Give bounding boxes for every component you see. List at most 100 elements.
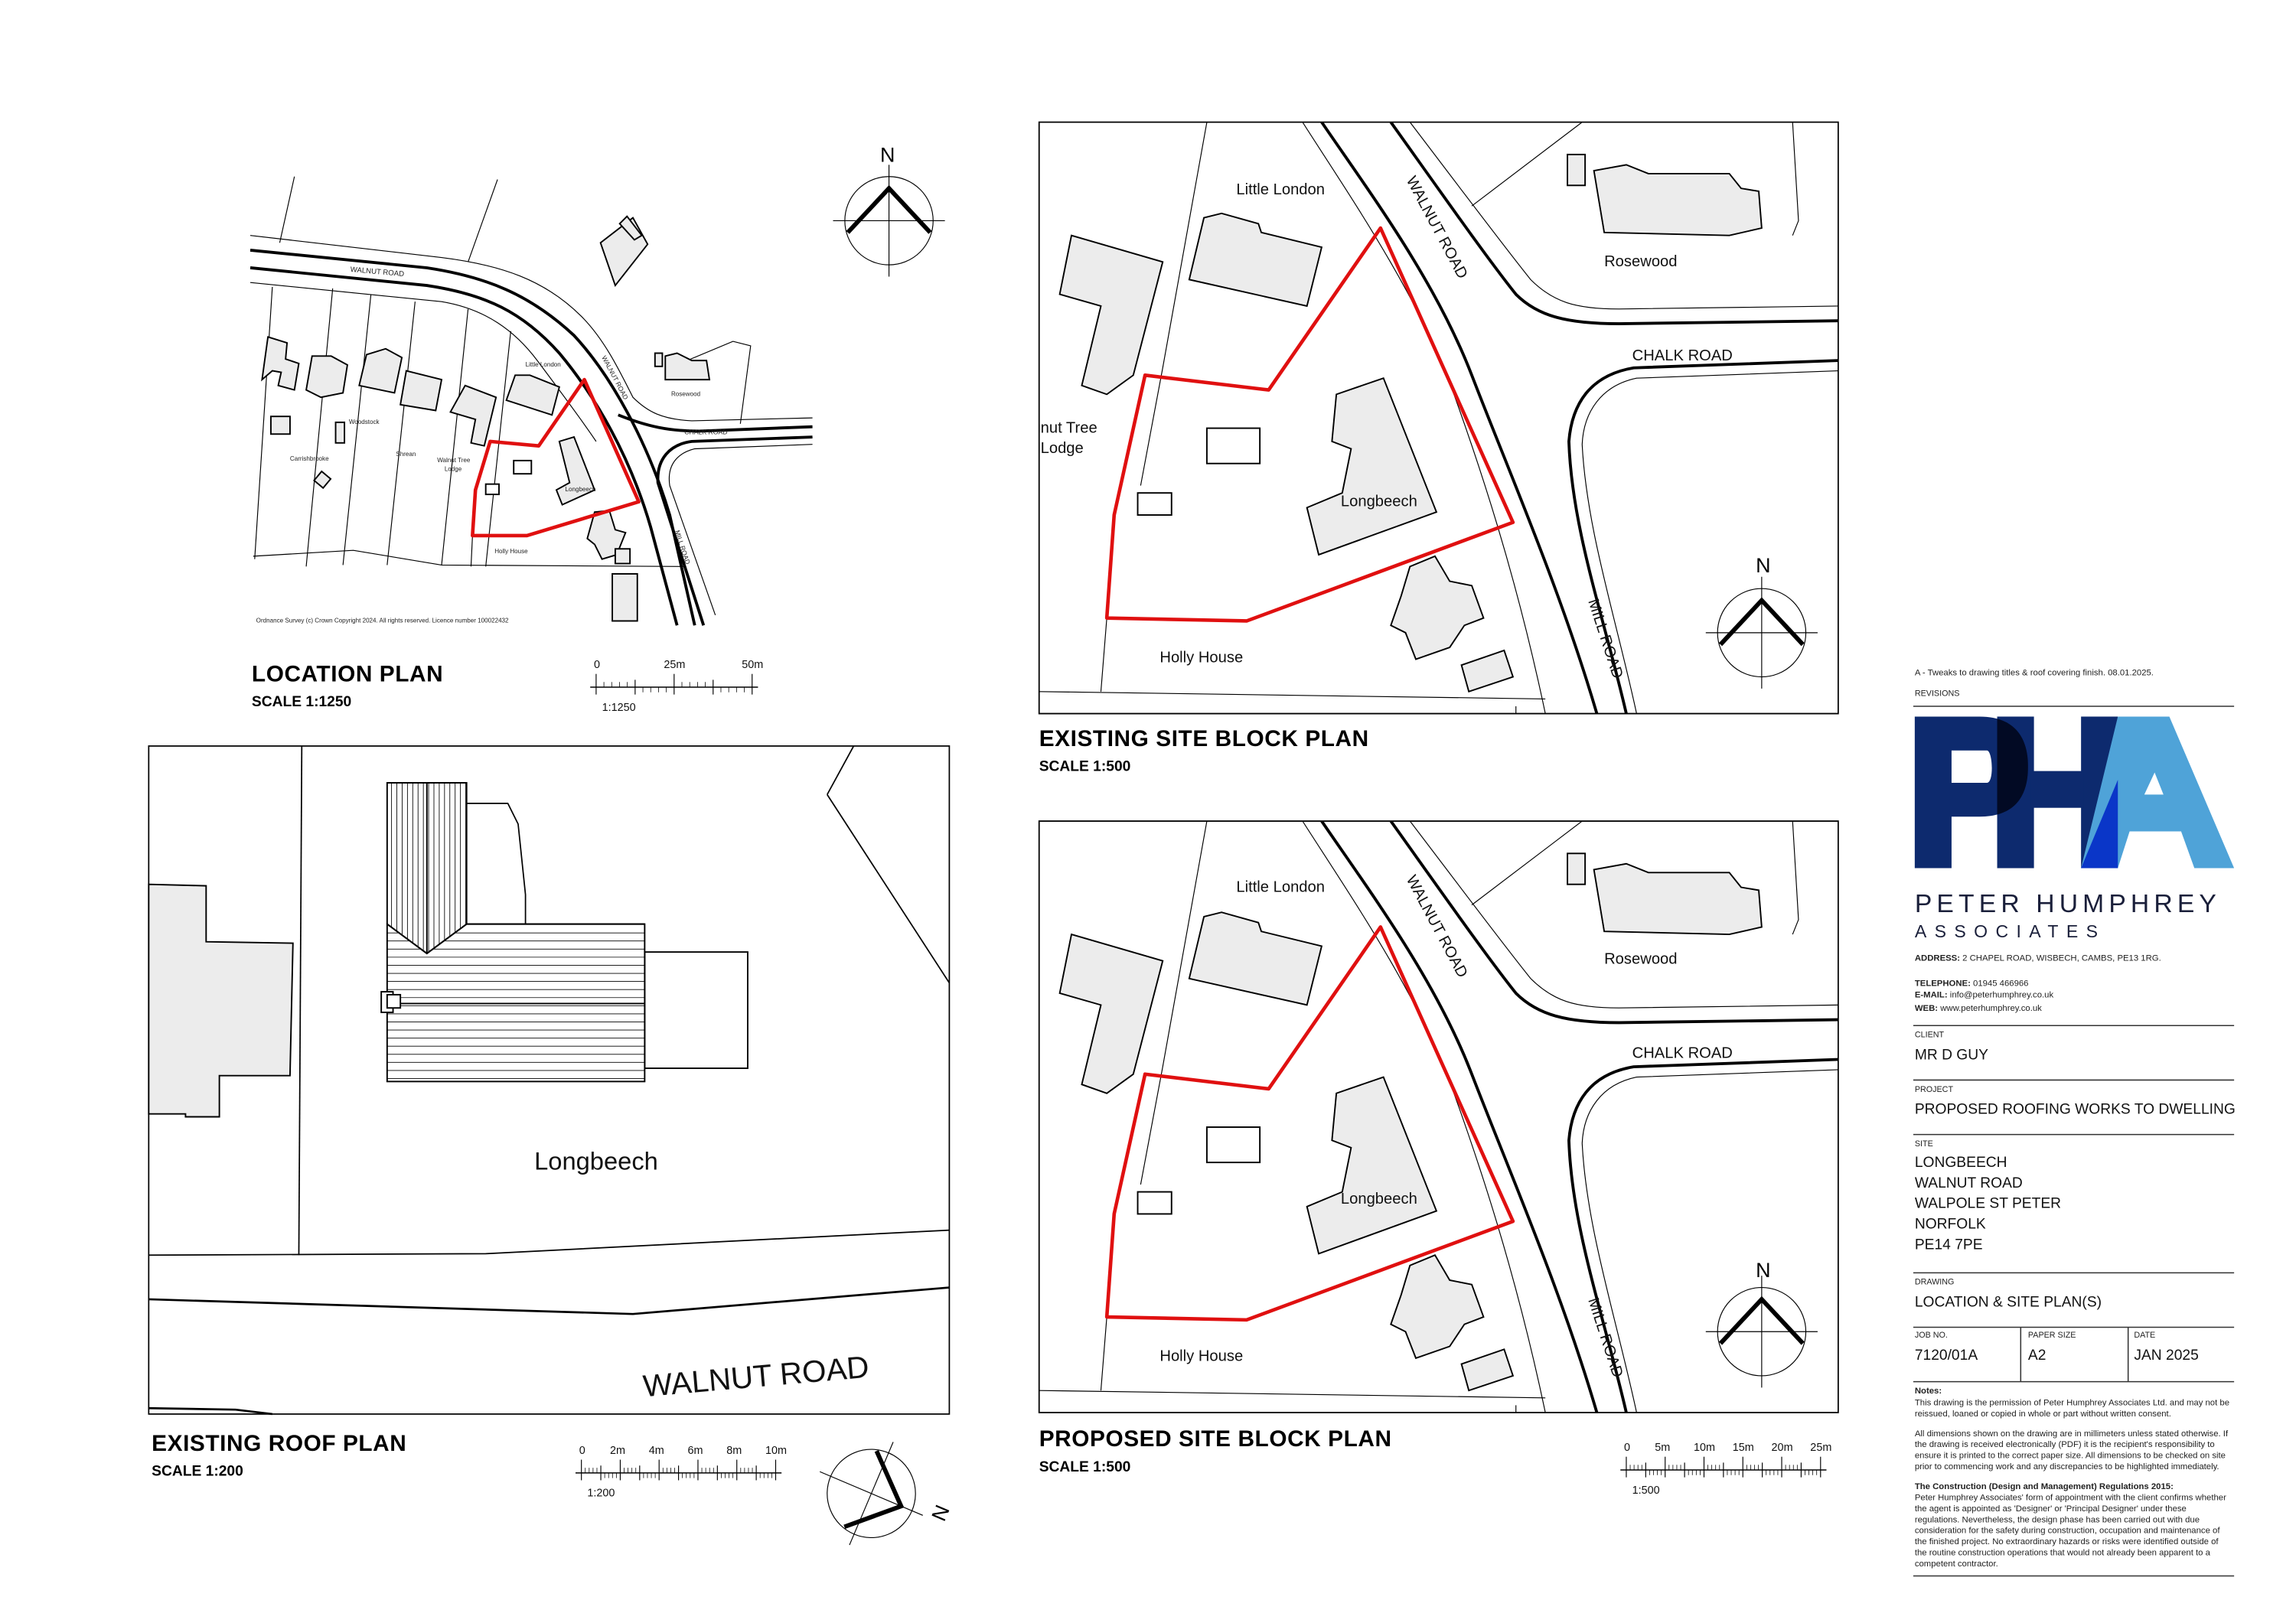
- north-label: N: [1756, 1259, 1770, 1282]
- existing-roof-plan: Longbeech WALNUT ROAD EXISTING ROOF PLAN…: [148, 745, 954, 1567]
- property-label: Woodstock: [349, 419, 380, 425]
- scale-bar: 0 25m 50m 1:1250: [590, 659, 763, 714]
- cdm-heading: The Construction (Design and Management)…: [1915, 1482, 2174, 1491]
- date-value: JAN 2025: [2134, 1348, 2198, 1364]
- location-plan: WALNUT ROAD WALNUT ROAD Little London Ro…: [249, 144, 945, 714]
- plan-scale: SCALE 1:500: [1039, 759, 1131, 775]
- company-email[interactable]: info@peterhumphrey.co.uk: [1950, 991, 2054, 1000]
- scale-tick-label: 10m: [765, 1445, 787, 1457]
- road-label: CHALK ROAD: [1632, 347, 1733, 364]
- scale-ratio: 1:500: [1632, 1484, 1660, 1497]
- proposed-site-block-plan: N Little London WALNUT ROAD Rosewood CHA…: [1038, 820, 1839, 1497]
- company-telephone: 01945 466966: [1973, 979, 2028, 988]
- property-label: Longbeech: [1341, 493, 1417, 510]
- note-line: competent contractor.: [1915, 1559, 1998, 1569]
- svg-text:TELEPHONE: 01945 466966: TELEPHONE: 01945 466966: [1915, 979, 2029, 988]
- north-arrow-icon: [798, 1420, 945, 1567]
- note-line: the agent is appointed as 'Designer' or …: [1915, 1504, 2187, 1514]
- property-label: Longbeech: [566, 486, 596, 493]
- title-block: A - Tweaks to drawing titles & roof cove…: [1913, 669, 2236, 1577]
- note-line: prior to commencing work and any discrep…: [1915, 1462, 2219, 1471]
- copyright-notice: Ordnance Survey (c) Crown Copyright 2024…: [256, 617, 509, 624]
- site-address: LONGBEECH WALNUT ROAD WALPOLE ST PETER NORF…: [1915, 1155, 2061, 1253]
- note-line: the drawing is received electronically (…: [1915, 1440, 2215, 1449]
- scale-tick-label: 6m: [688, 1445, 703, 1457]
- company-logo: [1914, 716, 2235, 869]
- note-line: the finished project. No extraordinary h…: [1915, 1537, 2219, 1546]
- plan-scale: SCALE 1:500: [1039, 1459, 1131, 1475]
- plan-title: EXISTING SITE BLOCK PLAN: [1039, 726, 1369, 751]
- scale-tick-label: 4m: [649, 1445, 664, 1457]
- client-label: CLIENT: [1915, 1031, 1945, 1040]
- company-name: PETER HUMPHREY: [1915, 890, 2221, 918]
- notes-label: Notes:: [1915, 1387, 1942, 1396]
- company-web[interactable]: www.peterhumphrey.co.uk: [1939, 1004, 2042, 1013]
- scale-tick-label: 10m: [1694, 1442, 1715, 1454]
- svg-text:N: N: [880, 144, 895, 167]
- road-label: WALNUT ROAD: [350, 266, 404, 279]
- property-label: Little London: [526, 361, 561, 368]
- property-label: Little London: [1236, 181, 1325, 198]
- project-value: PROPOSED ROOFING WORKS TO DWELLING: [1915, 1102, 2236, 1118]
- site-address-line: WALNUT ROAD: [1915, 1175, 2023, 1191]
- note-line: Peter Humphrey Associates' form of appoi…: [1915, 1493, 2226, 1502]
- paper-label: PAPER SIZE: [2028, 1331, 2076, 1340]
- plan-scale: SCALE 1:1250: [252, 694, 351, 710]
- existing-site-block-plan: N Little London WALNUT ROAD Rosewood CHA…: [1038, 121, 1839, 775]
- property-label: Longbeech: [1341, 1191, 1417, 1207]
- job-label: JOB NO.: [1915, 1331, 1948, 1340]
- company-address: 2 CHAPEL ROAD, WISBECH, CAMBS, PE13 1RG.: [1962, 954, 2161, 963]
- site-address-line: NORFOLK: [1915, 1217, 1986, 1233]
- paper-value: A2: [2028, 1348, 2047, 1364]
- site-address-line: WALPOLE ST PETER: [1915, 1196, 2061, 1212]
- note-line: All dimensions shown on the drawing are …: [1915, 1429, 2229, 1439]
- north-arrow-icon: N: [833, 144, 944, 277]
- scale-tick-label: 2m: [610, 1445, 625, 1457]
- scale-bar: 0 2m 4m 6m 8m 10m 1:200: [575, 1445, 787, 1500]
- scale-tick-label: 50m: [742, 659, 763, 671]
- svg-text:WEB: www.peterhumphrey.co.uk: WEB: www.peterhumphrey.co.uk: [1915, 1004, 2042, 1013]
- company-subname: ASSOCIATES: [1915, 921, 2106, 941]
- property-label: Lodge: [1041, 440, 1084, 457]
- property-label: Holly House: [1159, 649, 1243, 666]
- svg-text:E-MAIL: info@peterhumphrey.co.: E-MAIL: info@peterhumphrey.co.uk: [1915, 991, 2054, 1000]
- road-label: CHALK ROAD: [1632, 1045, 1733, 1062]
- drawing-label: DRAWING: [1915, 1278, 1955, 1287]
- scale-tick-label: 0: [594, 659, 600, 671]
- scale-tick-label: 0: [1624, 1442, 1630, 1454]
- plan-scale: SCALE 1:200: [152, 1464, 243, 1480]
- plan-title: PROPOSED SITE BLOCK PLAN: [1039, 1426, 1392, 1452]
- revisions-label: REVISIONS: [1915, 689, 1960, 699]
- note-line: regulations. Nevertheless, the design ph…: [1915, 1515, 2200, 1524]
- site-address-line: LONGBEECH: [1915, 1155, 2007, 1171]
- note-line: reissued, loaned or copied in whole or p…: [1915, 1410, 2171, 1419]
- scale-tick-label: 25m: [664, 659, 685, 671]
- property-label: Walnut Tree: [437, 457, 471, 464]
- property-label: Holly House: [494, 548, 528, 555]
- road-label: CHALK ROAD: [684, 428, 727, 435]
- client-value: MR D GUY: [1915, 1048, 1988, 1064]
- north-label: N: [1756, 554, 1770, 577]
- property-label: nut Tree: [1041, 419, 1097, 436]
- scale-tick-label: 8m: [726, 1445, 742, 1457]
- property-label: Holly House: [1159, 1348, 1243, 1365]
- scale-tick-label: 5m: [1655, 1442, 1670, 1454]
- scale-tick-label: 20m: [1772, 1442, 1793, 1454]
- scale-tick-label: 15m: [1733, 1442, 1754, 1454]
- date-label: DATE: [2134, 1331, 2155, 1340]
- svg-text:ADDRESS: 2 CHAPEL ROAD, WISBEC: ADDRESS: 2 CHAPEL ROAD, WISBECH, CAMBS, …: [1915, 954, 2161, 963]
- scale-ratio: 1:200: [587, 1488, 615, 1500]
- property-label: Lodge: [445, 465, 462, 472]
- scale-ratio: 1:1250: [602, 702, 636, 714]
- property-label: Shrean: [396, 451, 416, 458]
- north-label: N: [927, 1501, 954, 1524]
- notes: This drawing is the permission of Peter …: [1915, 1398, 2229, 1569]
- property-label: Rosewood: [1604, 951, 1677, 968]
- plan-title: EXISTING ROOF PLAN: [152, 1431, 406, 1456]
- scale-tick-label: 0: [579, 1445, 585, 1457]
- property-label: Longbeech: [534, 1147, 658, 1175]
- note-line: ensure it is printed to the correct pape…: [1915, 1452, 2226, 1461]
- site-label: SITE: [1915, 1139, 1933, 1149]
